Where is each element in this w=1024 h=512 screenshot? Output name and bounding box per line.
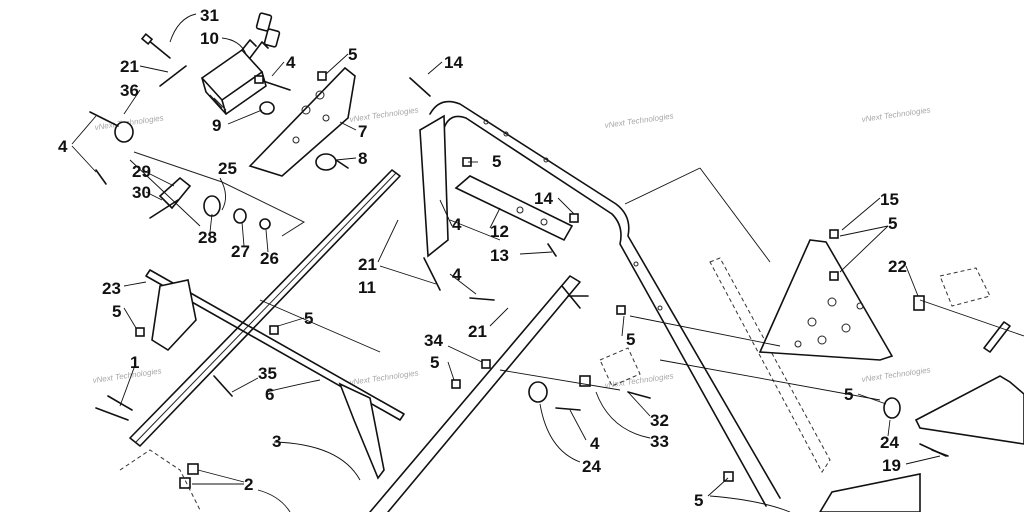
callout-5: 5 — [304, 309, 313, 328]
dashed-rail — [709, 257, 831, 473]
rod-21 — [159, 65, 187, 87]
watermark: vNext Technologies — [92, 366, 162, 385]
bracket-12 — [454, 175, 574, 242]
parts-32-33 — [579, 347, 651, 399]
callout-33: 33 — [650, 432, 669, 451]
watermark: vNext Technologies — [349, 368, 419, 387]
callout-21: 21 — [468, 322, 487, 341]
bracket-plate-7 — [248, 66, 356, 177]
callout-26: 26 — [260, 249, 279, 268]
part-36 — [89, 111, 134, 185]
bottom-plate — [819, 473, 921, 512]
callout-10: 10 — [200, 29, 219, 48]
callout-1: 1 — [130, 353, 139, 372]
callout-5: 5 — [694, 491, 703, 510]
callout-8: 8 — [358, 149, 367, 168]
callout-6: 6 — [265, 385, 274, 404]
callout-2: 2 — [244, 475, 253, 494]
callout-4: 4 — [452, 215, 462, 234]
frame-3 — [119, 449, 201, 511]
fasteners — [135, 71, 949, 482]
callout-4: 4 — [58, 137, 68, 156]
callout-24: 24 — [880, 433, 899, 452]
callout-12: 12 — [490, 222, 509, 241]
callout-19: 19 — [882, 456, 901, 475]
bracket-19 — [883, 375, 1024, 457]
callout-4: 4 — [286, 53, 296, 72]
nuts-2 — [179, 463, 199, 489]
callout-36: 36 — [120, 81, 139, 100]
callout-25: 25 — [218, 159, 237, 178]
callout-5: 5 — [112, 302, 121, 321]
callout-27: 27 — [231, 242, 250, 261]
callout-22: 22 — [888, 257, 907, 276]
callout-7: 7 — [358, 122, 367, 141]
clamp-24 — [528, 381, 548, 403]
callout-24: 24 — [582, 457, 601, 476]
callout-4: 4 — [452, 265, 462, 284]
callout-30: 30 — [132, 183, 151, 202]
callout-leaders — [71, 13, 941, 512]
watermark: vNext Technologies — [861, 105, 931, 124]
callout-34: 34 — [424, 331, 443, 350]
hoop-frame — [419, 100, 781, 507]
bolts-1 — [95, 395, 133, 421]
callout-28: 28 — [198, 228, 217, 247]
callout-labels: 31 10 21 4 5 14 36 4 9 7 8 5 25 29 30 28… — [58, 6, 907, 510]
callout-35: 35 — [258, 364, 277, 383]
watermark: vNext Technologies — [604, 371, 674, 390]
callout-32: 32 — [650, 411, 669, 430]
part-8 — [315, 153, 349, 171]
lower-channel — [369, 275, 589, 512]
grommet-9 — [259, 101, 275, 115]
watermark: vNext Technologies — [861, 365, 931, 384]
leader-lines — [129, 159, 1024, 401]
callout-14: 14 — [534, 189, 553, 208]
callout-14: 14 — [444, 53, 463, 72]
bolt-4-top — [254, 75, 291, 91]
bolt-31 — [140, 33, 171, 59]
plate-15 — [758, 239, 894, 361]
callout-31: 31 — [200, 6, 219, 25]
parts-artwork — [89, 12, 1024, 512]
callout-23: 23 — [102, 279, 121, 298]
callout-5: 5 — [888, 214, 897, 233]
callout-15: 15 — [880, 190, 899, 209]
callout-3: 3 — [272, 432, 281, 451]
electrical-module-10 — [200, 12, 281, 115]
callout-11: 11 — [358, 278, 376, 297]
callout-29: 29 — [132, 162, 151, 181]
callout-5: 5 — [348, 45, 357, 64]
callout-9: 9 — [212, 116, 221, 135]
callout-5: 5 — [430, 353, 439, 372]
callout-5: 5 — [492, 152, 501, 171]
callout-13: 13 — [490, 246, 509, 265]
callout-21: 21 — [358, 255, 377, 274]
part-22 — [913, 267, 1011, 353]
group-box-25 — [133, 151, 306, 237]
callout-5: 5 — [626, 330, 635, 349]
watermark: vNext Technologies — [604, 111, 674, 130]
callout-5: 5 — [844, 385, 853, 404]
diagonal-rail — [129, 169, 401, 447]
parts-29-30 — [149, 176, 192, 219]
cross-shaft-6 — [145, 269, 405, 480]
bolt-35 — [213, 375, 233, 397]
callout-21: 21 — [120, 57, 139, 76]
callout-4: 4 — [590, 434, 600, 453]
